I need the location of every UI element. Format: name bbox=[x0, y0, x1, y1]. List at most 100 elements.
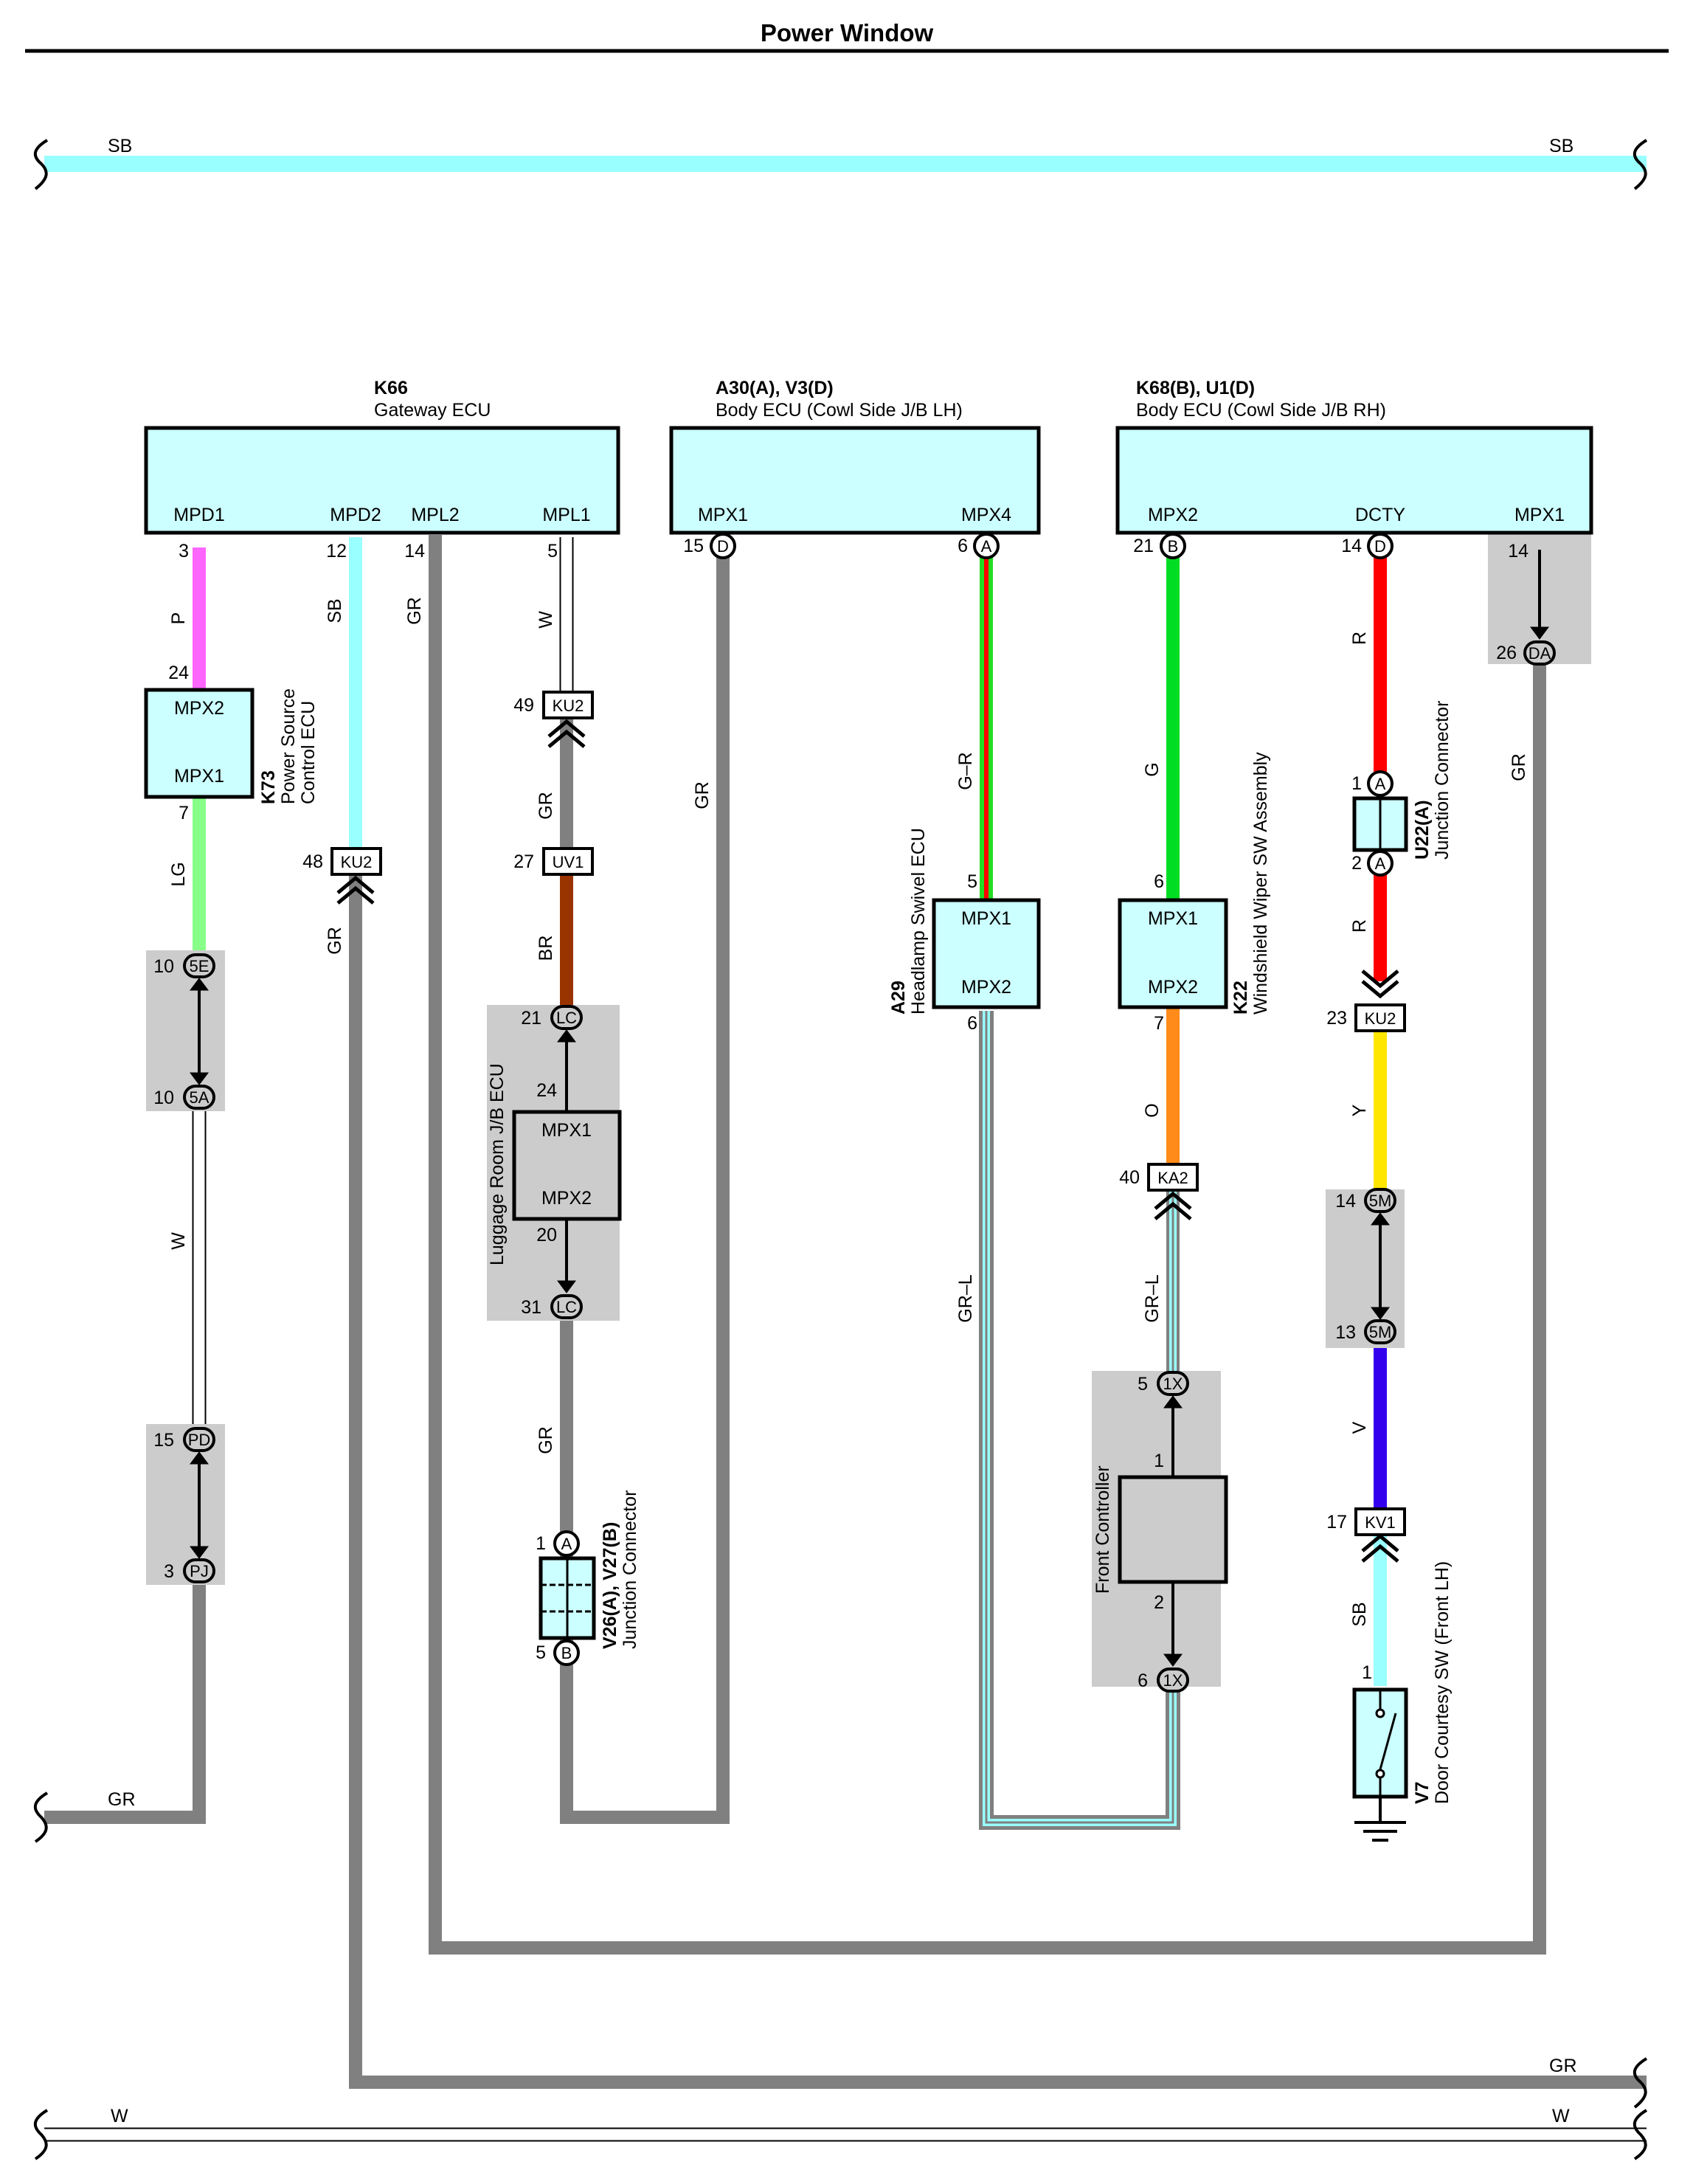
svg-text:6: 6 bbox=[1154, 871, 1164, 892]
svg-text:1X: 1X bbox=[1163, 1671, 1183, 1690]
svg-text:A: A bbox=[1375, 775, 1386, 793]
terminal-a-lh: A bbox=[973, 533, 1000, 559]
k73-code: K73 bbox=[258, 770, 279, 804]
svg-text:20: 20 bbox=[536, 1225, 557, 1245]
svg-text:10: 10 bbox=[153, 1088, 174, 1108]
k66-gateway-ecu: K66 Gateway ECU MPD1 MPD2 MPL2 MPL1 bbox=[144, 378, 620, 535]
k66-pin-mpd2: MPD2 bbox=[330, 505, 381, 525]
svg-text:14: 14 bbox=[1341, 536, 1362, 556]
svg-text:R: R bbox=[1349, 632, 1370, 645]
svg-text:A: A bbox=[561, 1535, 572, 1553]
svg-text:Y: Y bbox=[1349, 1104, 1370, 1116]
svg-text:2: 2 bbox=[1154, 1592, 1164, 1613]
terminal-1x-top: 1X bbox=[1157, 1371, 1189, 1396]
k22-pin-mpx1: MPX1 bbox=[1148, 908, 1198, 929]
body-lh-code: A30(A), V3(D) bbox=[716, 378, 834, 398]
svg-text:SB: SB bbox=[1349, 1602, 1370, 1626]
terminal-v27-b: B bbox=[553, 1639, 580, 1666]
svg-text:GR: GR bbox=[1509, 753, 1529, 781]
svg-text:GR: GR bbox=[325, 927, 345, 955]
luggage-room-jb-ecu: MPX1 MPX2 Luggage Room J/B ECU bbox=[487, 1063, 622, 1265]
v26-junction-connector: V26(A), V27(B) Junction Connector bbox=[539, 1490, 640, 1649]
svg-text:6: 6 bbox=[1138, 1670, 1148, 1691]
body-lh-pin-mpx1: MPX1 bbox=[698, 505, 748, 525]
k73-name-2: Control ECU bbox=[298, 701, 319, 804]
gr-bus-label-right: GR bbox=[1549, 2056, 1577, 2076]
k73-name-1: Power Source bbox=[278, 688, 299, 804]
svg-text:27: 27 bbox=[513, 851, 534, 872]
svg-text:12: 12 bbox=[326, 541, 347, 561]
svg-text:G–R: G–R bbox=[955, 752, 976, 789]
svg-text:15: 15 bbox=[683, 536, 704, 556]
colored-wires bbox=[192, 537, 1387, 1686]
terminal-lc-top: LC bbox=[550, 1005, 583, 1030]
svg-text:14: 14 bbox=[1508, 541, 1528, 561]
connector-ku2-col8: KU2 bbox=[1354, 1003, 1406, 1032]
k66-name: Gateway ECU bbox=[374, 400, 491, 421]
svg-text:23: 23 bbox=[1326, 1008, 1347, 1029]
svg-text:3: 3 bbox=[179, 541, 189, 561]
connector-ku2-col4: KU2 bbox=[542, 691, 594, 719]
svg-text:UV1: UV1 bbox=[553, 853, 584, 871]
svg-text:KV1: KV1 bbox=[1365, 1513, 1396, 1532]
svg-text:BR: BR bbox=[536, 936, 556, 961]
svg-text:KU2: KU2 bbox=[553, 697, 584, 715]
a29-pin-mpx1: MPX1 bbox=[961, 908, 1011, 929]
svg-text:49: 49 bbox=[513, 695, 534, 716]
svg-text:GR–L: GR–L bbox=[955, 1274, 976, 1322]
terminal-d-lh: D bbox=[710, 533, 736, 559]
svg-text:SB: SB bbox=[325, 598, 345, 623]
body-ecu-lh: A30(A), V3(D) Body ECU (Cowl Side J/B LH… bbox=[669, 378, 1041, 535]
svg-text:GR: GR bbox=[404, 597, 425, 625]
connector-uv1: UV1 bbox=[542, 847, 594, 876]
a29-pin-mpx2: MPX2 bbox=[961, 977, 1011, 998]
v7-code: V7 bbox=[1412, 1781, 1433, 1804]
svg-text:1: 1 bbox=[1362, 1662, 1372, 1683]
svg-text:LC: LC bbox=[556, 1298, 577, 1316]
connector-ka2: KA2 bbox=[1147, 1163, 1199, 1192]
svg-text:5: 5 bbox=[547, 541, 558, 561]
svg-text:P: P bbox=[168, 612, 189, 625]
a29-headlamp-swivel-ecu: MPX1 MPX2 A29 Headlamp Swivel ECU bbox=[888, 828, 1041, 1015]
luggage-pin-mpx2: MPX2 bbox=[541, 1188, 592, 1209]
svg-text:7: 7 bbox=[1154, 1013, 1164, 1034]
junction-connectors: KU2 KU2 UV1 KA2 KU2 KV1 bbox=[330, 691, 1406, 1536]
arrows bbox=[190, 550, 1549, 1667]
terminal-d-rh: D bbox=[1367, 533, 1393, 559]
body-rh-pin-mpx1: MPX1 bbox=[1514, 505, 1565, 525]
k66-pin-mpl2: MPL2 bbox=[411, 505, 459, 525]
svg-text:1: 1 bbox=[1351, 773, 1362, 794]
svg-text:24: 24 bbox=[536, 1080, 557, 1101]
svg-text:5: 5 bbox=[1138, 1374, 1148, 1395]
svg-text:13: 13 bbox=[1335, 1322, 1356, 1343]
svg-text:KA2: KA2 bbox=[1157, 1169, 1188, 1187]
v26-name: Junction Connector bbox=[620, 1490, 640, 1649]
body-rh-pin-dcty: DCTY bbox=[1355, 505, 1405, 525]
svg-text:31: 31 bbox=[521, 1297, 541, 1318]
body-lh-name: Body ECU (Cowl Side J/B LH) bbox=[716, 400, 963, 421]
gr-l-wires bbox=[979, 1011, 1180, 1830]
oval-terminals: 5E 5A PD PJ LC LC 5M 5M 1X 1X DA D A B D… bbox=[183, 533, 1556, 1693]
body-lh-pin-mpx4: MPX4 bbox=[961, 505, 1011, 525]
terminal-5m-bottom: 5M bbox=[1364, 1319, 1396, 1344]
svg-text:D: D bbox=[717, 537, 729, 556]
terminal-v26-a: A bbox=[553, 1530, 580, 1557]
body-rh-code: K68(B), U1(D) bbox=[1136, 378, 1255, 398]
k73-pin-mpx2: MPX2 bbox=[174, 698, 224, 719]
k66-code: K66 bbox=[374, 378, 408, 398]
svg-text:5M: 5M bbox=[1369, 1192, 1392, 1210]
body-rh-name: Body ECU (Cowl Side J/B RH) bbox=[1136, 400, 1386, 421]
svg-text:GR: GR bbox=[692, 781, 713, 809]
bottom-buses: GR GR W W bbox=[33, 1789, 1648, 2160]
svg-text:10: 10 bbox=[153, 956, 174, 977]
luggage-name: Luggage Room J/B ECU bbox=[487, 1063, 508, 1265]
terminal-5m-top: 5M bbox=[1364, 1188, 1396, 1213]
svg-text:48: 48 bbox=[302, 851, 323, 872]
terminal-lc-bottom: LC bbox=[550, 1294, 583, 1319]
svg-text:LC: LC bbox=[556, 1009, 577, 1027]
gr-bus-label-left: GR bbox=[108, 1789, 136, 1810]
terminal-u22-a-bottom: A bbox=[1367, 850, 1393, 877]
svg-text:21: 21 bbox=[1133, 536, 1154, 556]
terminal-u22-a-top: A bbox=[1367, 770, 1393, 797]
terminal-1x-bottom: 1X bbox=[1157, 1668, 1189, 1693]
